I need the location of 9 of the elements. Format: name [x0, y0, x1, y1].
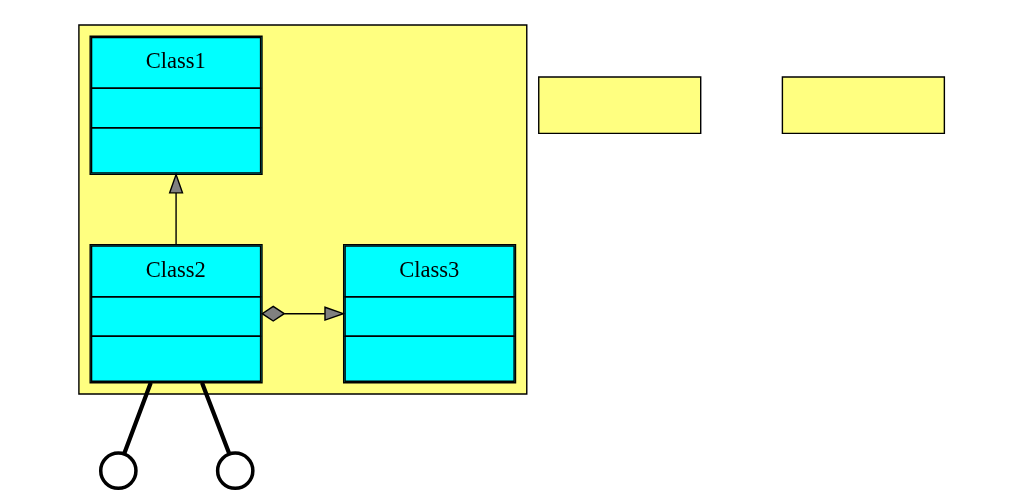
cluster: [78, 24, 528, 395]
arrow: [168, 172, 184, 246]
node-semicircle: [215, 451, 255, 491]
node-box: [781, 76, 946, 135]
node-box: [538, 76, 702, 135]
connector: [200, 381, 232, 455]
node-semicircle: [98, 451, 138, 491]
arrow: [260, 305, 346, 322]
connector: [122, 382, 153, 455]
